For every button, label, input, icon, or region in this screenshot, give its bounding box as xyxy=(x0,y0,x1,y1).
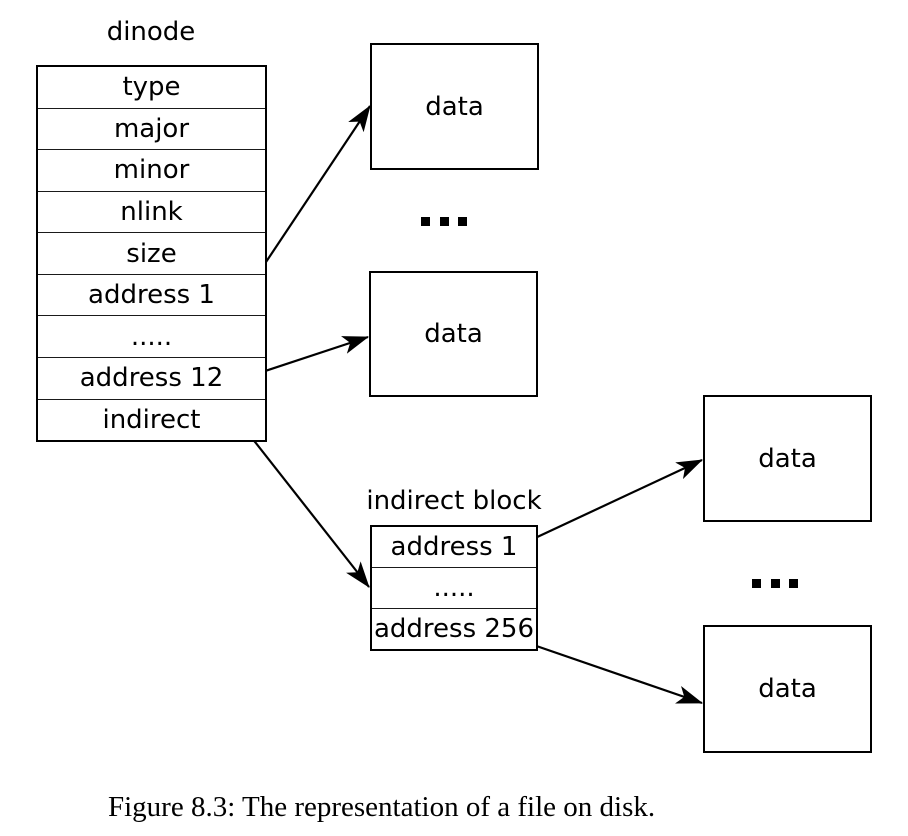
indirect-row-ellipsis: ..... xyxy=(372,568,536,609)
data-block-1-label: data xyxy=(425,91,484,122)
ellipsis-dot xyxy=(789,579,798,588)
data-block-1: data xyxy=(370,43,539,170)
data-block-2: data xyxy=(369,271,538,397)
ellipsis-dots-1 xyxy=(421,217,467,226)
arrow-indirect-address256-to-data4 xyxy=(518,638,703,705)
dinode-row-major: major xyxy=(38,109,265,151)
dinode-row-minor: minor xyxy=(38,150,265,192)
dinode-row-address-12: address 12 xyxy=(38,358,265,400)
data-block-3-label: data xyxy=(758,443,817,474)
arrow-indirect-to-indirect-block xyxy=(236,418,370,588)
dinode-row-ellipsis: ..... xyxy=(38,316,265,358)
indirect-row-address-256: address 256 xyxy=(373,614,535,644)
dinode-title: dinode xyxy=(106,17,196,47)
ellipsis-dot xyxy=(458,217,467,226)
indirect-block-box: address 1 ..... address 256 xyxy=(370,525,538,651)
ellipsis-dot xyxy=(752,579,761,588)
ellipsis-dots-2 xyxy=(752,579,798,588)
dinode-row-nlink: nlink xyxy=(38,192,265,234)
indirect-block-title: indirect block xyxy=(366,486,542,516)
data-block-3: data xyxy=(703,395,872,522)
ellipsis-dot xyxy=(770,579,780,588)
dinode-row-indirect: indirect xyxy=(102,404,201,435)
figure-caption: Figure 8.3: The representation of a file… xyxy=(108,791,656,823)
data-block-4-label: data xyxy=(758,674,817,704)
dinode-box: type major minor nlink size address 1 ..… xyxy=(36,65,267,442)
ellipsis-dot xyxy=(421,217,430,226)
indirect-row-address-1: address 1 xyxy=(372,527,536,568)
data-block-4: data xyxy=(703,625,872,753)
dinode-row-type: type xyxy=(38,67,265,109)
dinode-row-address-1: address 1 xyxy=(38,275,265,317)
data-block-2-label: data xyxy=(424,319,483,349)
dinode-row-size: size xyxy=(38,233,265,275)
ellipsis-dot xyxy=(439,217,449,226)
